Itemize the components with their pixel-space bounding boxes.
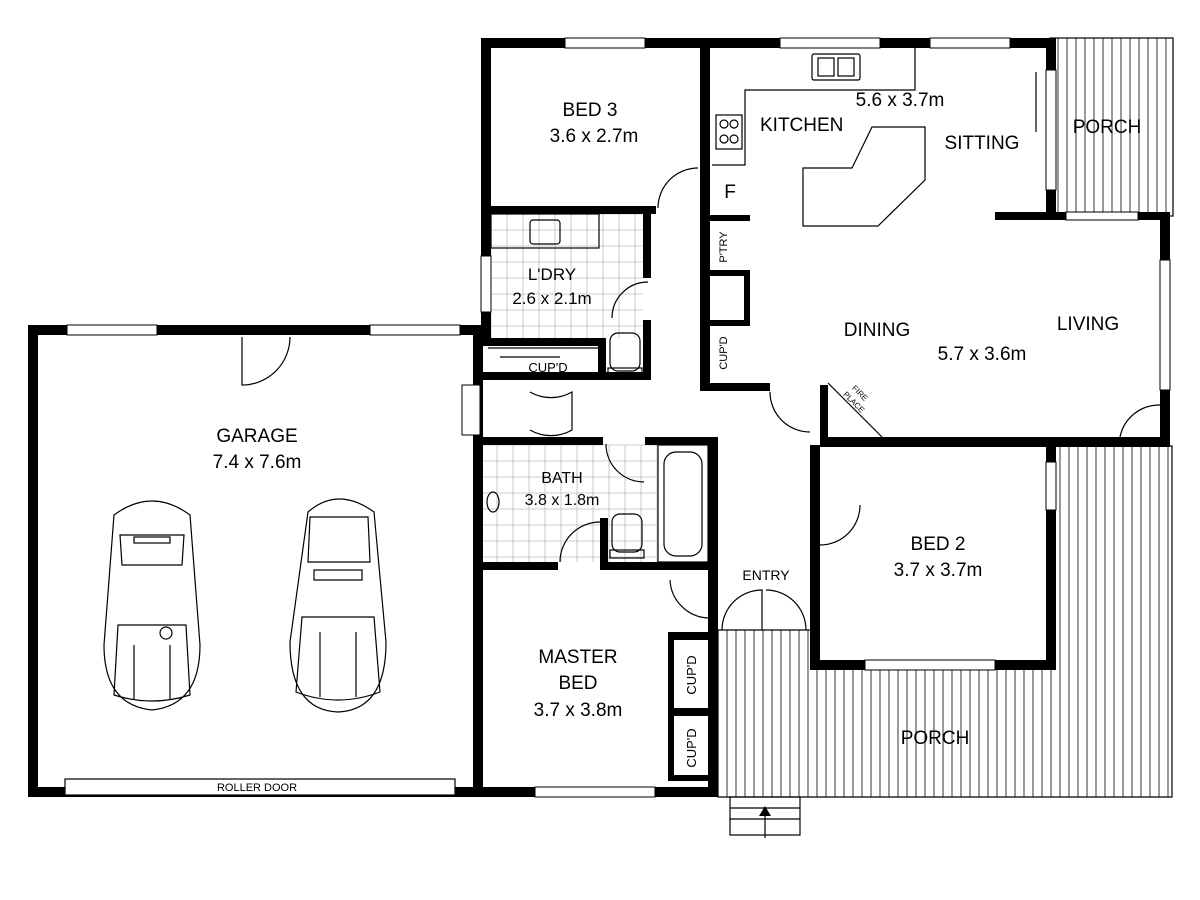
master-cupboard-1-label: CUP'D (684, 655, 699, 694)
bed3-size: 3.6 x 2.7m (550, 126, 639, 147)
laundry-name: L'DRY (528, 265, 576, 284)
dining-size: 5.7 x 3.6m (938, 344, 1027, 365)
pantry-label: P'TRY (718, 231, 730, 263)
roller-door (64, 778, 456, 796)
kitchen-bench (712, 48, 926, 227)
porch-bottom-decking (717, 445, 1173, 798)
living-name: LIVING (1057, 314, 1119, 335)
master-name-1: MASTER (538, 647, 617, 668)
porch-top-decking (1049, 37, 1174, 217)
master-name-2: BED (558, 673, 597, 694)
wet-area-fittings (486, 213, 709, 563)
laundry-size: 2.6 x 2.1m (512, 289, 591, 308)
car-right-icon (289, 498, 387, 713)
fridge-label: F (724, 182, 736, 203)
master-cupboard-2-label: CUP'D (684, 728, 699, 767)
laundry-cupboard-label: CUP'D (528, 360, 567, 375)
dining-name: DINING (844, 320, 911, 341)
doors (241, 72, 1161, 631)
dining-cupboard-label: CUP'D (718, 336, 730, 369)
porch-bottom-name: PORCH (901, 728, 970, 749)
kitchen-size: 5.6 x 3.7m (856, 90, 945, 111)
bath-size: 3.8 x 1.8m (525, 492, 600, 509)
bed2-size: 3.7 x 3.7m (894, 560, 983, 581)
bed3-name: BED 3 (563, 100, 618, 121)
windows (66, 37, 1171, 798)
bath-name: BATH (541, 470, 582, 487)
roller-door-label: ROLLER DOOR (217, 782, 297, 794)
fireplace (827, 382, 883, 438)
sitting-name: SITTING (945, 133, 1020, 154)
garage-size: 7.4 x 7.6m (213, 452, 302, 473)
porch-top-name: PORCH (1073, 117, 1142, 138)
bed2-name: BED 2 (911, 534, 966, 555)
car-left-icon (103, 500, 201, 711)
entry-steps (729, 796, 801, 838)
master-size: 3.7 x 3.8m (534, 700, 623, 721)
kitchen-name: KITCHEN (760, 115, 843, 136)
room-labels: GARAGE 7.4 x 7.6m BED 3 3.6 x 2.7m KITCH… (213, 90, 1142, 794)
garage-name: GARAGE (216, 426, 297, 447)
entry-name: ENTRY (742, 567, 790, 583)
